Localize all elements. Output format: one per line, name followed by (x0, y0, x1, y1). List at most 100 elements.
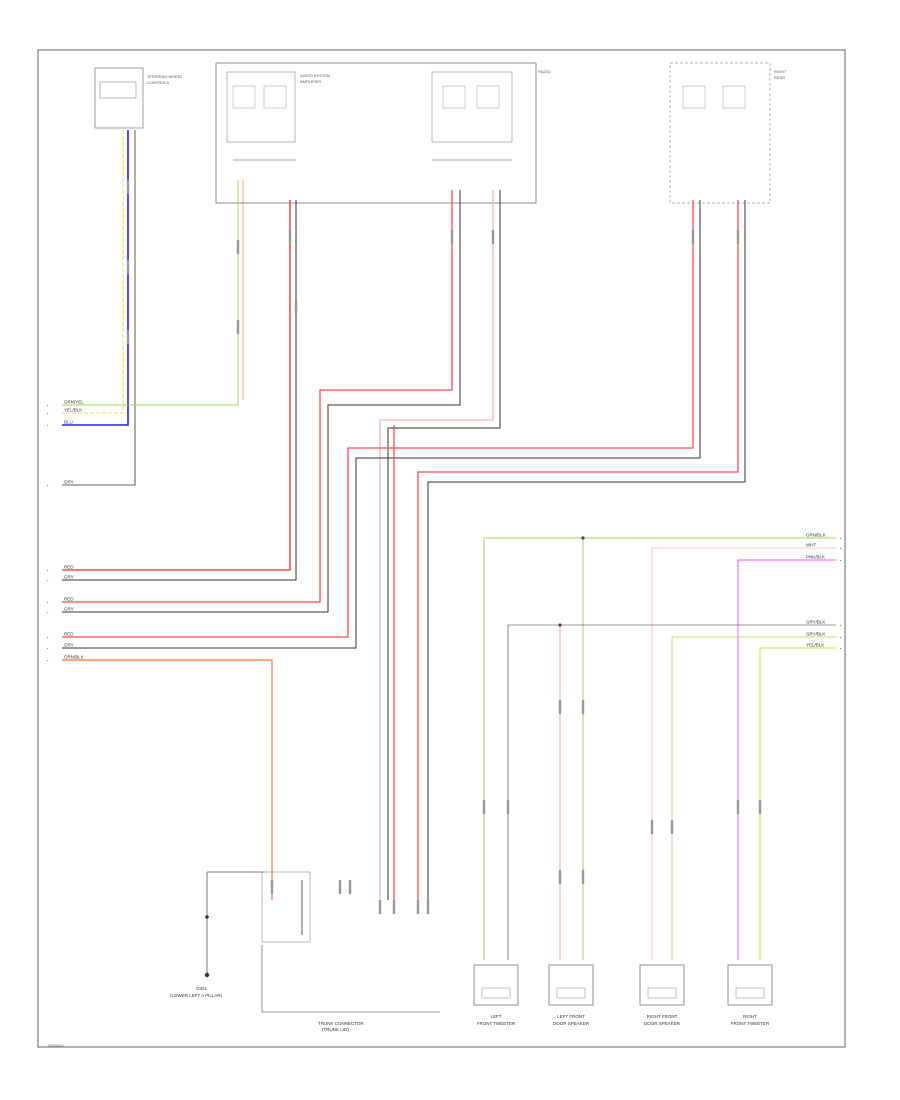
wire-gray-steering (62, 130, 136, 486)
right-wire-label: GRY/BLK (806, 620, 825, 625)
right-wire-pin: • (840, 646, 842, 651)
speaker-icon (639, 964, 685, 1006)
wire-connector-tick (758, 800, 762, 814)
wire-connector-tick (581, 870, 585, 884)
right-wire-label: GRY/BLK (806, 632, 825, 637)
speaker-label: DOOR SPEAKER (553, 1021, 590, 1026)
left-wire-pin: • (47, 423, 49, 428)
wire-yellow-right (759, 647, 836, 960)
wire-connector-tick (378, 900, 382, 914)
left-wire-pin: • (47, 646, 49, 651)
right-wire-pin: • (840, 536, 842, 541)
wire-connector-tick (236, 320, 240, 334)
wire-gray-3 (62, 200, 701, 649)
wire-white-right (651, 547, 836, 960)
left-wire-pin: • (47, 600, 49, 605)
wire-connector-tick (736, 230, 740, 244)
wire-connector-tick (450, 230, 454, 244)
left-wire-label: GRY (64, 575, 74, 580)
wire-connector-tick (482, 800, 486, 814)
speaker-3: RIGHT FRONT DOOR SPEAKER (639, 964, 685, 1026)
module-right-rear: RIGHT REAR (669, 62, 787, 204)
wire-gray-right-2 (671, 636, 836, 960)
wire-connector-tick (426, 900, 430, 914)
wire-connector-tick (506, 800, 510, 814)
left-wire-label: GRN/YEL (64, 400, 84, 405)
wire-gray-2 (62, 190, 461, 613)
left-wire-label: BLU (64, 420, 73, 425)
wire-connector-tick (294, 300, 298, 314)
wire-pink-center (379, 190, 494, 900)
wire-connector-tick (670, 820, 674, 834)
wire-connector-tick (126, 260, 130, 274)
junction-label-1: TRUNK CONNECTOR (318, 1021, 364, 1026)
left-wire-pin: • (47, 658, 49, 663)
wire-connector-tick (581, 700, 585, 714)
wire-connector-tick (338, 880, 342, 894)
speaker-icon (727, 964, 773, 1006)
speaker-cone (556, 987, 586, 999)
wire-orange (62, 659, 273, 900)
speaker-cone (481, 987, 511, 999)
module-amp-label-2: AMPLIFIER (300, 79, 321, 84)
splice-gray (558, 623, 562, 627)
right-wire-label: YEL/BLK (806, 643, 824, 648)
speaker-1: LEFT FRONT TWEETER (473, 964, 519, 1026)
left-wire-label: GRY (64, 643, 74, 648)
wire-connector-tick (558, 870, 562, 884)
speaker-label: FRONT TWEETER (731, 1021, 770, 1026)
wire-gray-right-1 (507, 624, 836, 960)
module-steering-controls: STEERING WHEEL CONTROLS (94, 67, 184, 129)
wire-connector-tick (236, 240, 240, 254)
wire-connector-tick (126, 330, 130, 344)
ground-label-1: G301 (196, 986, 208, 991)
wire-connector-tick (558, 700, 562, 714)
wire-gray-1 (62, 200, 297, 581)
wire-yellow (62, 130, 124, 414)
left-wire-pin: • (47, 483, 49, 488)
speaker-label: LEFT FRONT (557, 1014, 585, 1019)
ground-point: G301 (LOWER LEFT A PILLAR) (170, 871, 265, 998)
speaker-label: LEFT (490, 1014, 501, 1019)
wire-connector-tick (491, 230, 495, 244)
speaker-label: DOOR SPEAKER (644, 1021, 681, 1026)
left-wire-label: ORN/BLK (64, 655, 84, 660)
wire-group (62, 130, 836, 960)
wire-connector-tick (392, 900, 396, 914)
left-wire-label: GRY (64, 480, 74, 485)
speaker-label: FRONT TWEETER (477, 1021, 516, 1026)
wire-connector-tick (348, 880, 352, 894)
wire-connector-tick (416, 900, 420, 914)
ground-label-2: (LOWER LEFT A PILLAR) (170, 993, 223, 998)
speaker-2: LEFT FRONT DOOR SPEAKER (548, 964, 594, 1026)
wire-green-right (483, 537, 836, 960)
ground-icon (204, 972, 210, 978)
wire-connector-tick (270, 880, 274, 894)
left-wire-label: RED (64, 632, 74, 637)
wire-connector-tick (126, 180, 130, 194)
right-wire-pin: • (840, 558, 842, 563)
left-wire-pin: • (47, 411, 49, 416)
right-wire-pin: • (840, 635, 842, 640)
module-amp-label-1: AUDIO SYSTEM (300, 73, 330, 78)
wire-gray-center (387, 190, 501, 900)
speaker-icon (548, 964, 594, 1006)
wire-red-right (417, 200, 739, 900)
left-wire-label: YEL/BLK (64, 408, 82, 413)
right-wire-label: GRN/BLK (806, 533, 826, 538)
module-audio-amplifier: AUDIO SYSTEM AMPLIFIER RADIO (215, 62, 551, 204)
left-wire-pin: • (47, 403, 49, 408)
speaker-label: RIGHT FRONT (647, 1014, 678, 1019)
right-wire-pin: • (840, 623, 842, 628)
right-wire-pin: • (840, 546, 842, 551)
wire-red-1 (62, 200, 291, 571)
diagram-footer: WD0000 (48, 1043, 64, 1048)
left-wire-pin: • (47, 610, 49, 615)
right-wire-label: PNK/BLK (806, 555, 825, 560)
wire-connector-tick (736, 800, 740, 814)
wire-connector-tick (650, 820, 654, 834)
splice-green (581, 536, 585, 540)
left-wire-label: RED (64, 597, 74, 602)
